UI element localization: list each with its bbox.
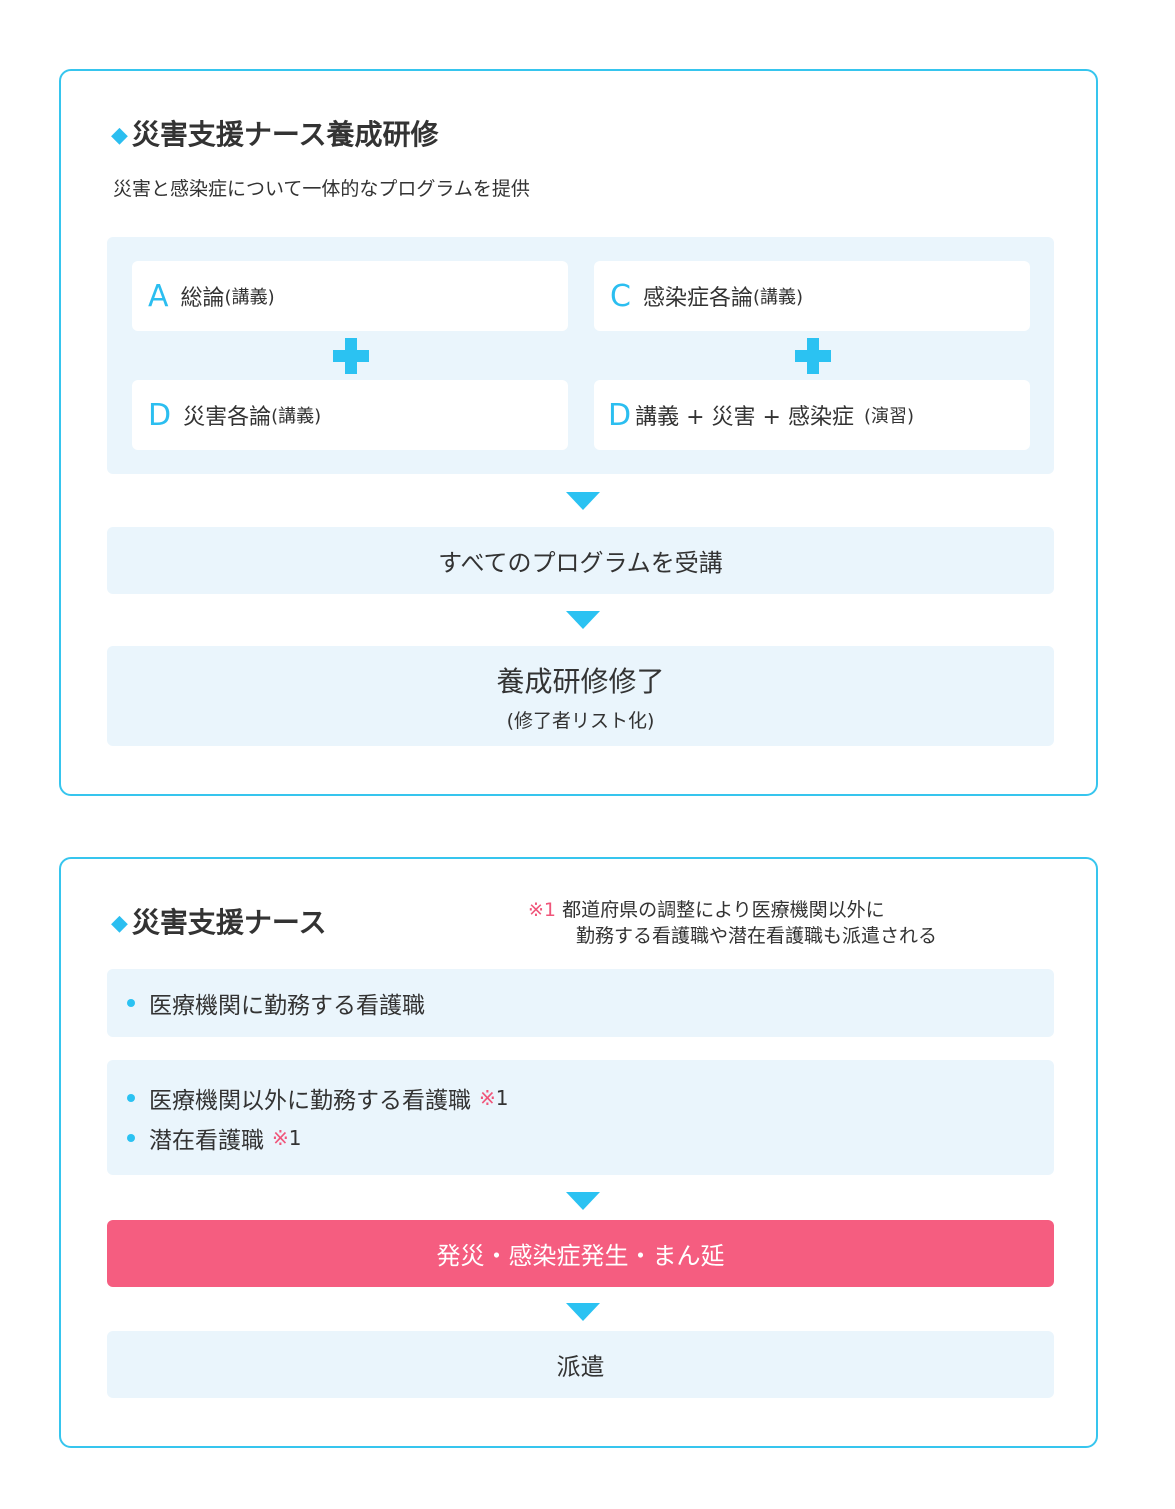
program-text: 感染症各論 [642,286,753,311]
nurse-group-hospital: 医療機関に勤務する看護職 [107,969,1054,1037]
footnote-ref: ※1 [479,1086,509,1110]
event-outbreak-text: 発災・感染症発生・まん延 [436,1242,725,1270]
nurse-group-other: 医療機関以外に勤務する看護職 ※1 潜在看護職 ※1 [107,1060,1054,1175]
arrow-down-icon [566,611,600,629]
step-dispatch: 派遣 [107,1331,1054,1398]
program-letter: D [608,397,632,433]
footnote-ref: ※1 [272,1126,302,1150]
list-item: 医療機関以外に勤務する看護職 ※1 [107,1078,1054,1118]
list-item-text: 医療機関に勤務する看護職 [149,993,425,1019]
program-paren: (演習) [863,406,914,427]
step-attend-all: すべてのプログラムを受講 [107,527,1054,594]
list-item: 医療機関に勤務する看護職 [107,983,425,1023]
plus-icon [795,338,831,374]
nurse-panel: ◆災害支援ナース ※1 都道府県の調整により医療機関以外に 勤務する看護職や潜在… [59,857,1098,1448]
arrow-down-icon [566,492,600,510]
program-grid: A 総論 (講義) D 災害各論 (講義) C 感染症各論 (講義) D 講義 … [107,237,1054,474]
footnote-ref-mark: ※ [479,1085,496,1110]
training-title: ◆災害支援ナース養成研修 [111,113,439,153]
program-paren: (講義) [224,287,275,308]
step-attend-all-text: すべてのプログラムを受講 [438,549,723,577]
program-card-d-exercise: D 講義 + 災害 + 感染症 (演習) [594,380,1030,450]
program-letter: D [148,397,172,433]
program-letter: C [610,278,631,314]
training-title-text: 災害支援ナース養成研修 [131,118,439,151]
footnote-ref-mark: ※ [272,1125,289,1150]
bullet-icon [127,999,135,1007]
training-subtitle: 災害と感染症について一体的なプログラムを提供 [113,178,530,200]
diamond-icon: ◆ [111,911,128,936]
list-item: 潜在看護職 ※1 [107,1118,1054,1158]
program-card-c: C 感染症各論 (講義) [594,261,1030,331]
list-item-text: 潜在看護職 [149,1127,264,1154]
nurse-title-text: 災害支援ナース [131,906,327,939]
plus-icon [333,338,369,374]
program-card-d-disaster: D 災害各論 (講義) [132,380,568,450]
arrow-down-icon [566,1192,600,1210]
diamond-icon: ◆ [111,123,128,148]
program-text: 総論 [180,286,225,311]
bullet-icon [127,1133,135,1142]
training-panel: ◆災害支援ナース養成研修 災害と感染症について一体的なプログラムを提供 A 総論… [59,69,1098,796]
step-dispatch-text: 派遣 [556,1353,605,1381]
program-text: 災害各論 [183,405,272,430]
step-complete-subtext: (修了者リスト化) [506,709,655,732]
program-text: 講義 + 災害 + 感染症 [635,405,854,430]
list-item-text: 医療機関以外に勤務する看護職 [149,1087,471,1114]
footnote: ※1 都道府県の調整により医療機関以外に 勤務する看護職や潜在看護職も派遣される [528,897,937,949]
bullet-icon [127,1093,135,1102]
event-outbreak: 発災・感染症発生・まん延 [107,1220,1054,1287]
footnote-line1: 都道府県の調整により医療機関以外に [562,899,885,921]
footnote-line2: 勤務する看護職や潜在看護職も派遣される [576,925,938,947]
footnote-mark: ※1 [528,899,557,921]
program-paren: (講義) [271,406,322,427]
footnote-ref-num: 1 [495,1085,509,1110]
program-letter: A [148,278,169,314]
nurse-title: ◆災害支援ナース [111,901,327,941]
footnote-ref-num: 1 [288,1125,302,1150]
step-complete-text: 養成研修修了 [496,664,665,698]
program-card-a: A 総論 (講義) [132,261,568,331]
program-paren: (講義) [752,287,804,308]
arrow-down-icon [566,1303,600,1321]
step-complete: 養成研修修了 (修了者リスト化) [107,646,1054,746]
